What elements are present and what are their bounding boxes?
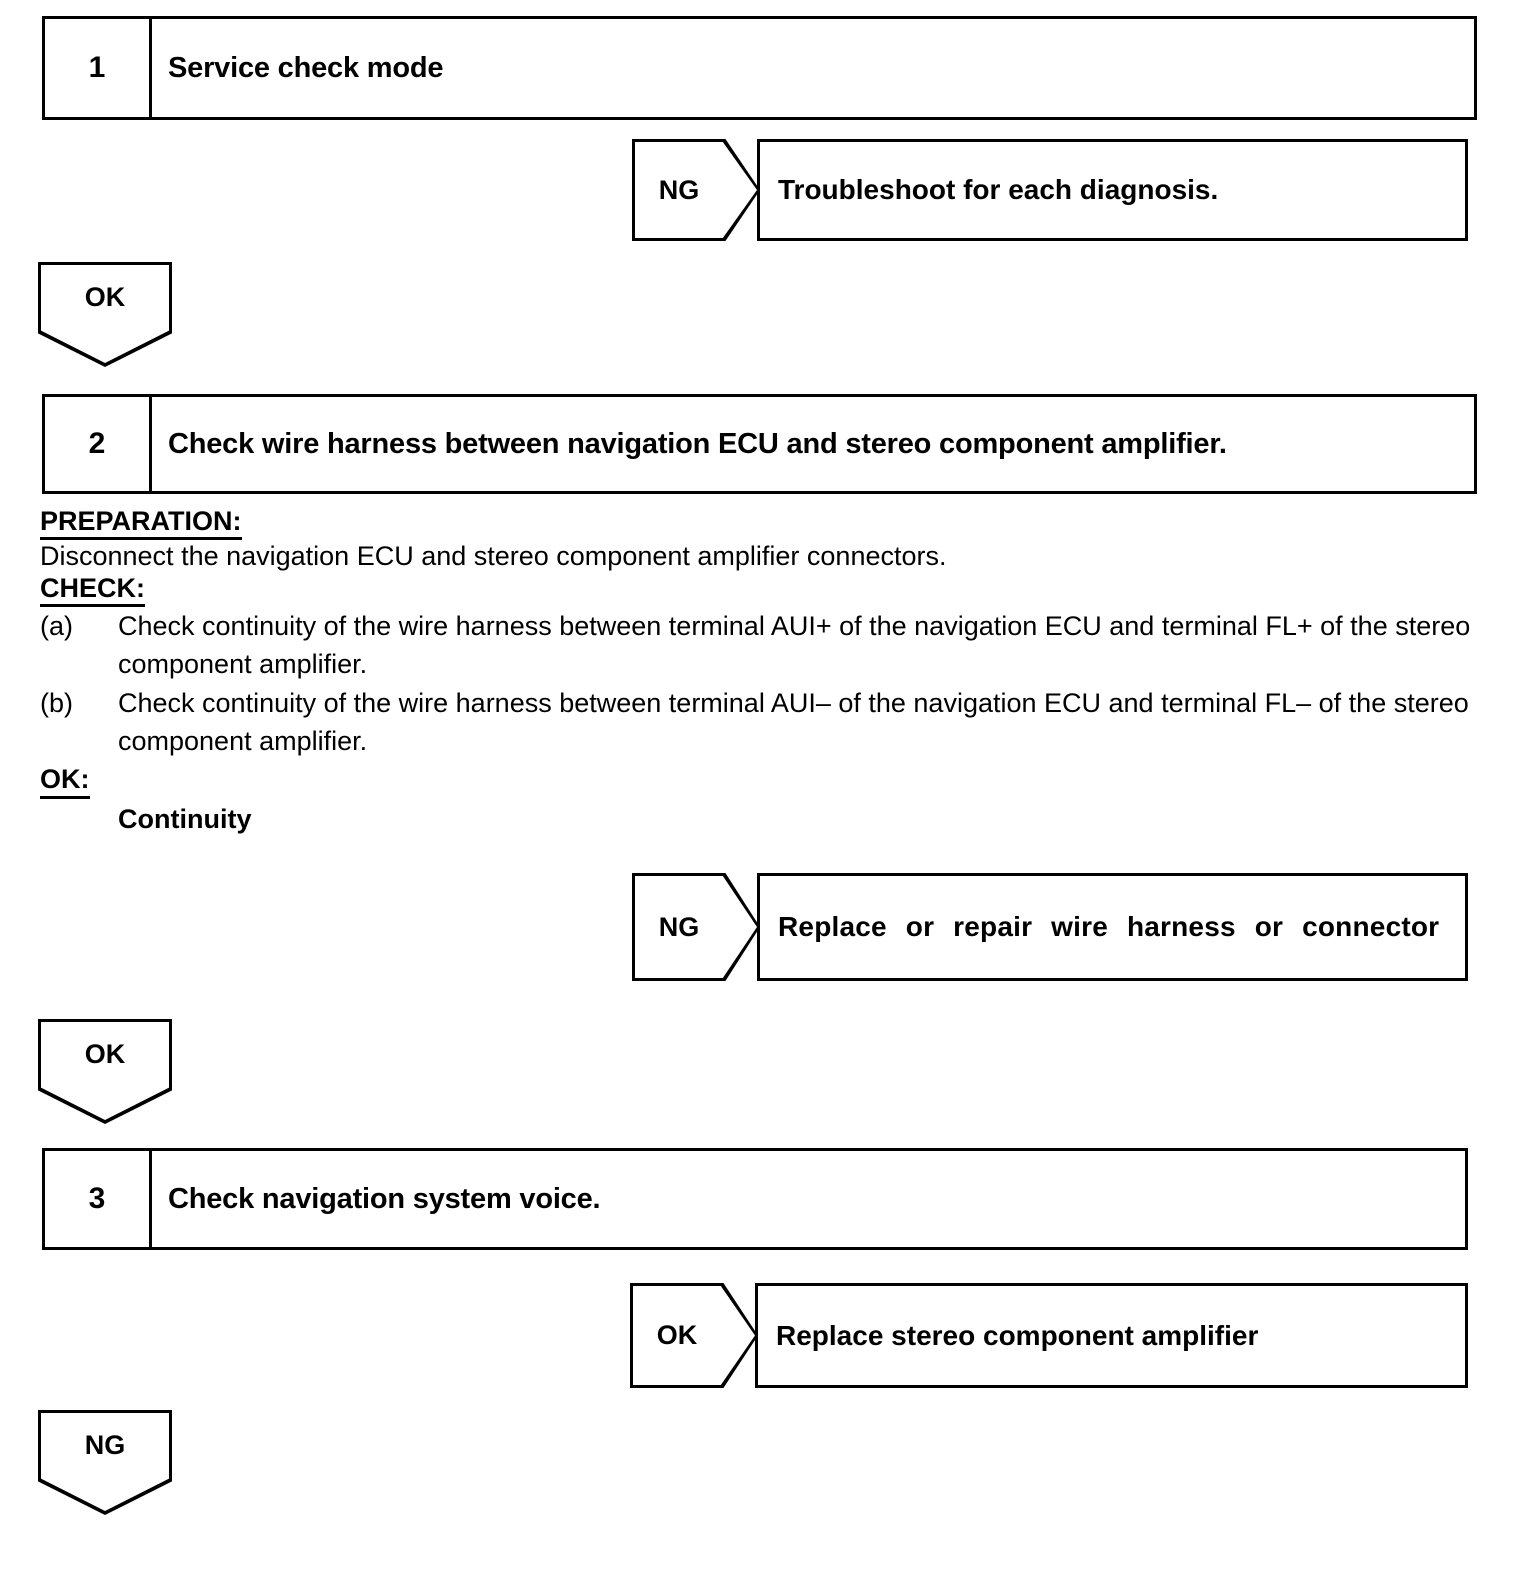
step-number-1: 1: [45, 19, 152, 117]
connector-label: OK: [84, 282, 126, 312]
step-box-2: 2 Check wire harness between navigation …: [42, 394, 1477, 494]
branch-tag-ng-2: NG: [632, 873, 760, 981]
connector-label: NG: [84, 1430, 126, 1460]
branch-step-3-ok: OK Replace stereo component amplifier: [630, 1283, 1468, 1388]
connector-ng-3: NG: [38, 1410, 172, 1515]
preparation-text: Disconnect the navigation ECU and stereo…: [40, 541, 947, 572]
branch-tag-label: NG: [658, 174, 700, 205]
branch-result-replace-amplifier: Replace stereo component amplifier: [755, 1283, 1468, 1388]
branch-step-2-ng: NG Replace or repair wire harness or con…: [632, 873, 1468, 981]
step-number-2: 2: [45, 397, 152, 491]
check-label: CHECK:: [40, 573, 145, 608]
branch-tag-ok-3: OK: [630, 1283, 758, 1388]
check-item-a-text: Check continuity of the wire harness bet…: [118, 607, 1480, 684]
connector-inner: [41, 1022, 169, 1120]
check-heading-row: CHECK:: [40, 573, 1480, 608]
step-number-3: 3: [45, 1151, 152, 1247]
ok-heading-row: OK:: [40, 764, 1480, 799]
connector-inner: [41, 1413, 169, 1511]
check-item-a-line2: of the stereo component amplifier.: [118, 611, 1471, 680]
step-title-1: Service check mode: [168, 51, 444, 84]
connector-label: OK: [84, 1039, 126, 1069]
branch-tag-ng-1: NG: [632, 139, 760, 241]
ok-value: Continuity: [118, 803, 252, 834]
connector-ok-2: OK: [38, 1019, 172, 1124]
check-item-b-line2: of the stereo component amplifier.: [118, 687, 1469, 756]
check-item-b: (b) Check continuity of the wire harness…: [40, 684, 1480, 761]
preparation-heading-row: PREPARATION:: [40, 506, 1480, 541]
step-box-1: 1 Service check mode: [42, 16, 1477, 120]
check-item-b-line1: Check continuity of the wire harness bet…: [118, 687, 1312, 718]
branch-result-replace-harness: Replace or repair wire harness or connec…: [757, 873, 1468, 981]
ok-label: OK:: [40, 764, 90, 799]
check-item-a: (a) Check continuity of the wire harness…: [40, 607, 1480, 684]
detail-block: PREPARATION: Disconnect the navigation E…: [40, 506, 1480, 839]
preparation-label: PREPARATION:: [40, 506, 242, 541]
branch-step-1-ng: NG Troubleshoot for each diagnosis.: [632, 139, 1468, 241]
check-item-b-text: Check continuity of the wire harness bet…: [118, 684, 1480, 761]
check-item-a-line1: Check continuity of the wire harness bet…: [118, 611, 1313, 642]
step-title-3: Check navigation system voice.: [168, 1182, 601, 1215]
branch-result-troubleshoot: Troubleshoot for each diagnosis.: [757, 139, 1468, 241]
step-box-3: 3 Check navigation system voice.: [42, 1148, 1468, 1250]
branch-tag-label: OK: [656, 1320, 698, 1350]
check-item-a-mark: (a): [40, 611, 73, 642]
connector-ok-1: OK: [38, 262, 172, 367]
check-item-b-mark: (b): [40, 687, 73, 718]
step-title-2: Check wire harness between navigation EC…: [168, 427, 1227, 460]
branch-tag-label: NG: [658, 911, 700, 942]
connector-inner: [41, 265, 169, 363]
